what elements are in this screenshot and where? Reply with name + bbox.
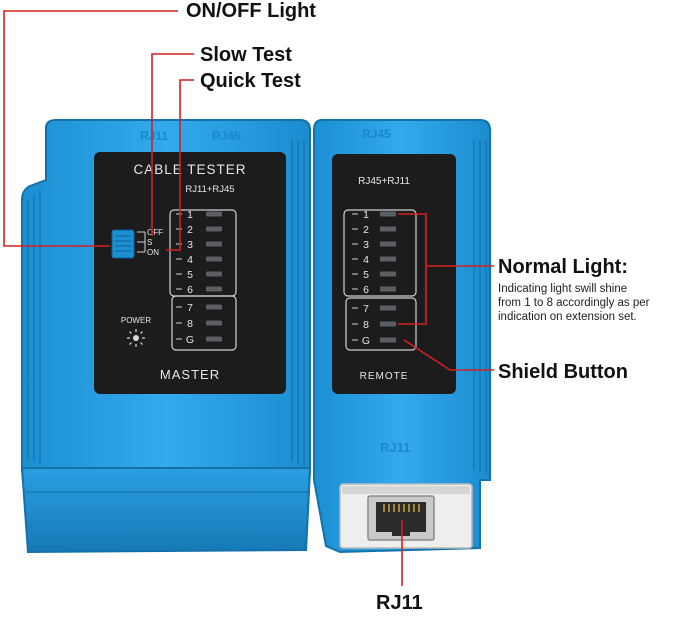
callout-rj11: RJ11	[376, 592, 423, 614]
master-led-label: 2	[187, 224, 193, 236]
callout-lines	[3, 10, 494, 586]
master-led-indicator	[206, 336, 222, 342]
remote-led-label: 3	[363, 239, 369, 251]
callout-normal-light-desc-3: indication on extension set.	[498, 311, 637, 323]
callout-onoff-light: ON/OFF Light	[186, 0, 316, 22]
switch-label-s: S	[147, 238, 152, 247]
master-bottom-block	[20, 467, 312, 554]
master-led-indicator	[206, 241, 222, 247]
remote-led-indicator	[380, 286, 396, 292]
power-label: POWER	[121, 316, 151, 325]
callout-shield-button: Shield Button	[498, 361, 628, 383]
remote-grip-right	[473, 140, 487, 474]
master-led-group-7-g	[171, 295, 237, 351]
master-title: CABLE TESTER	[133, 162, 246, 177]
master-led-label: G	[186, 334, 194, 346]
master-led-label: 7	[187, 302, 193, 314]
master-led-label: 1	[187, 209, 193, 221]
remote-led-list: 1 2 3 4 5 6 7 8G	[352, 209, 396, 347]
remote-unit: RJ45 RJ45+RJ11 1 2 3 4 5 6 7 8G REMOTE RJ11	[313, 119, 491, 554]
master-led-indicator	[206, 211, 222, 217]
remote-led-indicator	[380, 241, 396, 247]
master-led-indicator	[206, 304, 222, 310]
remote-led-indicator	[380, 271, 396, 277]
remote-led-label: 2	[363, 224, 369, 236]
master-led-label: 4	[187, 254, 193, 266]
remote-footer: REMOTE	[360, 371, 409, 382]
master-led-indicator	[206, 271, 222, 277]
remote-led-indicator	[380, 256, 396, 262]
remote-led-indicator	[380, 305, 396, 311]
remote-led-indicator	[380, 337, 396, 343]
master-led-label: 5	[187, 269, 193, 281]
remote-emboss-bottom: RJ11	[380, 440, 410, 455]
callout-slow-test: Slow Test	[200, 44, 292, 66]
switch-label-on: ON	[147, 248, 159, 257]
master-emboss-left: RJ11	[140, 129, 168, 143]
remote-led-indicator	[380, 211, 396, 217]
master-led-indicator	[206, 286, 222, 292]
master-emboss-right: RJ45	[212, 129, 241, 143]
master-grip-right	[291, 140, 305, 466]
remote-led-label: 1	[363, 209, 369, 221]
shield-callout-line	[403, 339, 494, 371]
master-panel	[94, 152, 286, 394]
normal-light-callout-line-1	[398, 213, 494, 267]
quick-test-callout-line	[166, 79, 194, 251]
master-led-indicator	[206, 226, 222, 232]
switch-label-off: OFF	[147, 228, 163, 237]
remote-led-indicator	[380, 321, 396, 327]
callout-normal-light-desc-2: from 1 to 8 accordingly as per	[498, 297, 650, 309]
remote-subtitle: RJ45+RJ11	[358, 176, 410, 187]
master-led-label: 8	[187, 318, 193, 330]
callout-quick-test: Quick Test	[200, 70, 301, 92]
master-led-indicator	[206, 320, 222, 326]
master-grip-left	[27, 190, 41, 464]
remote-led-label: 7	[363, 303, 369, 315]
master-unit: RJ11 RJ45 CABLE TESTER RJ11+RJ45 1 2 3 4 5 6 7…	[20, 119, 312, 554]
callout-normal-light: Normal Light:	[498, 256, 628, 278]
master-led-label: 3	[187, 239, 193, 251]
remote-led-label: G	[362, 335, 370, 347]
power-led-icon	[127, 329, 145, 347]
remote-led-label: 6	[363, 284, 369, 296]
remote-emboss-top: RJ45	[362, 127, 391, 141]
master-led-indicator	[206, 256, 222, 262]
remote-led-indicator	[380, 226, 396, 232]
remote-led-label: 4	[363, 254, 369, 266]
callout-normal-light-desc-1: Indicating light swill shine	[498, 283, 627, 295]
master-led-list: 1 2 3 4 5 6 7 8G	[176, 209, 222, 346]
switch-position-markers	[137, 231, 146, 253]
slow-test-callout-line	[151, 53, 194, 236]
onoff-callout-line	[3, 10, 178, 247]
master-led-label: 6	[187, 284, 193, 296]
remote-led-label: 5	[363, 269, 369, 281]
master-slide-switch[interactable]	[111, 229, 135, 259]
remote-led-label: 8	[363, 319, 369, 331]
master-footer: MASTER	[160, 367, 220, 382]
master-subtitle: RJ11+RJ45	[185, 184, 234, 195]
normal-light-callout-line-2	[398, 266, 427, 325]
rj-jack-port[interactable]	[367, 495, 435, 541]
remote-led-group-1-6	[343, 209, 417, 297]
